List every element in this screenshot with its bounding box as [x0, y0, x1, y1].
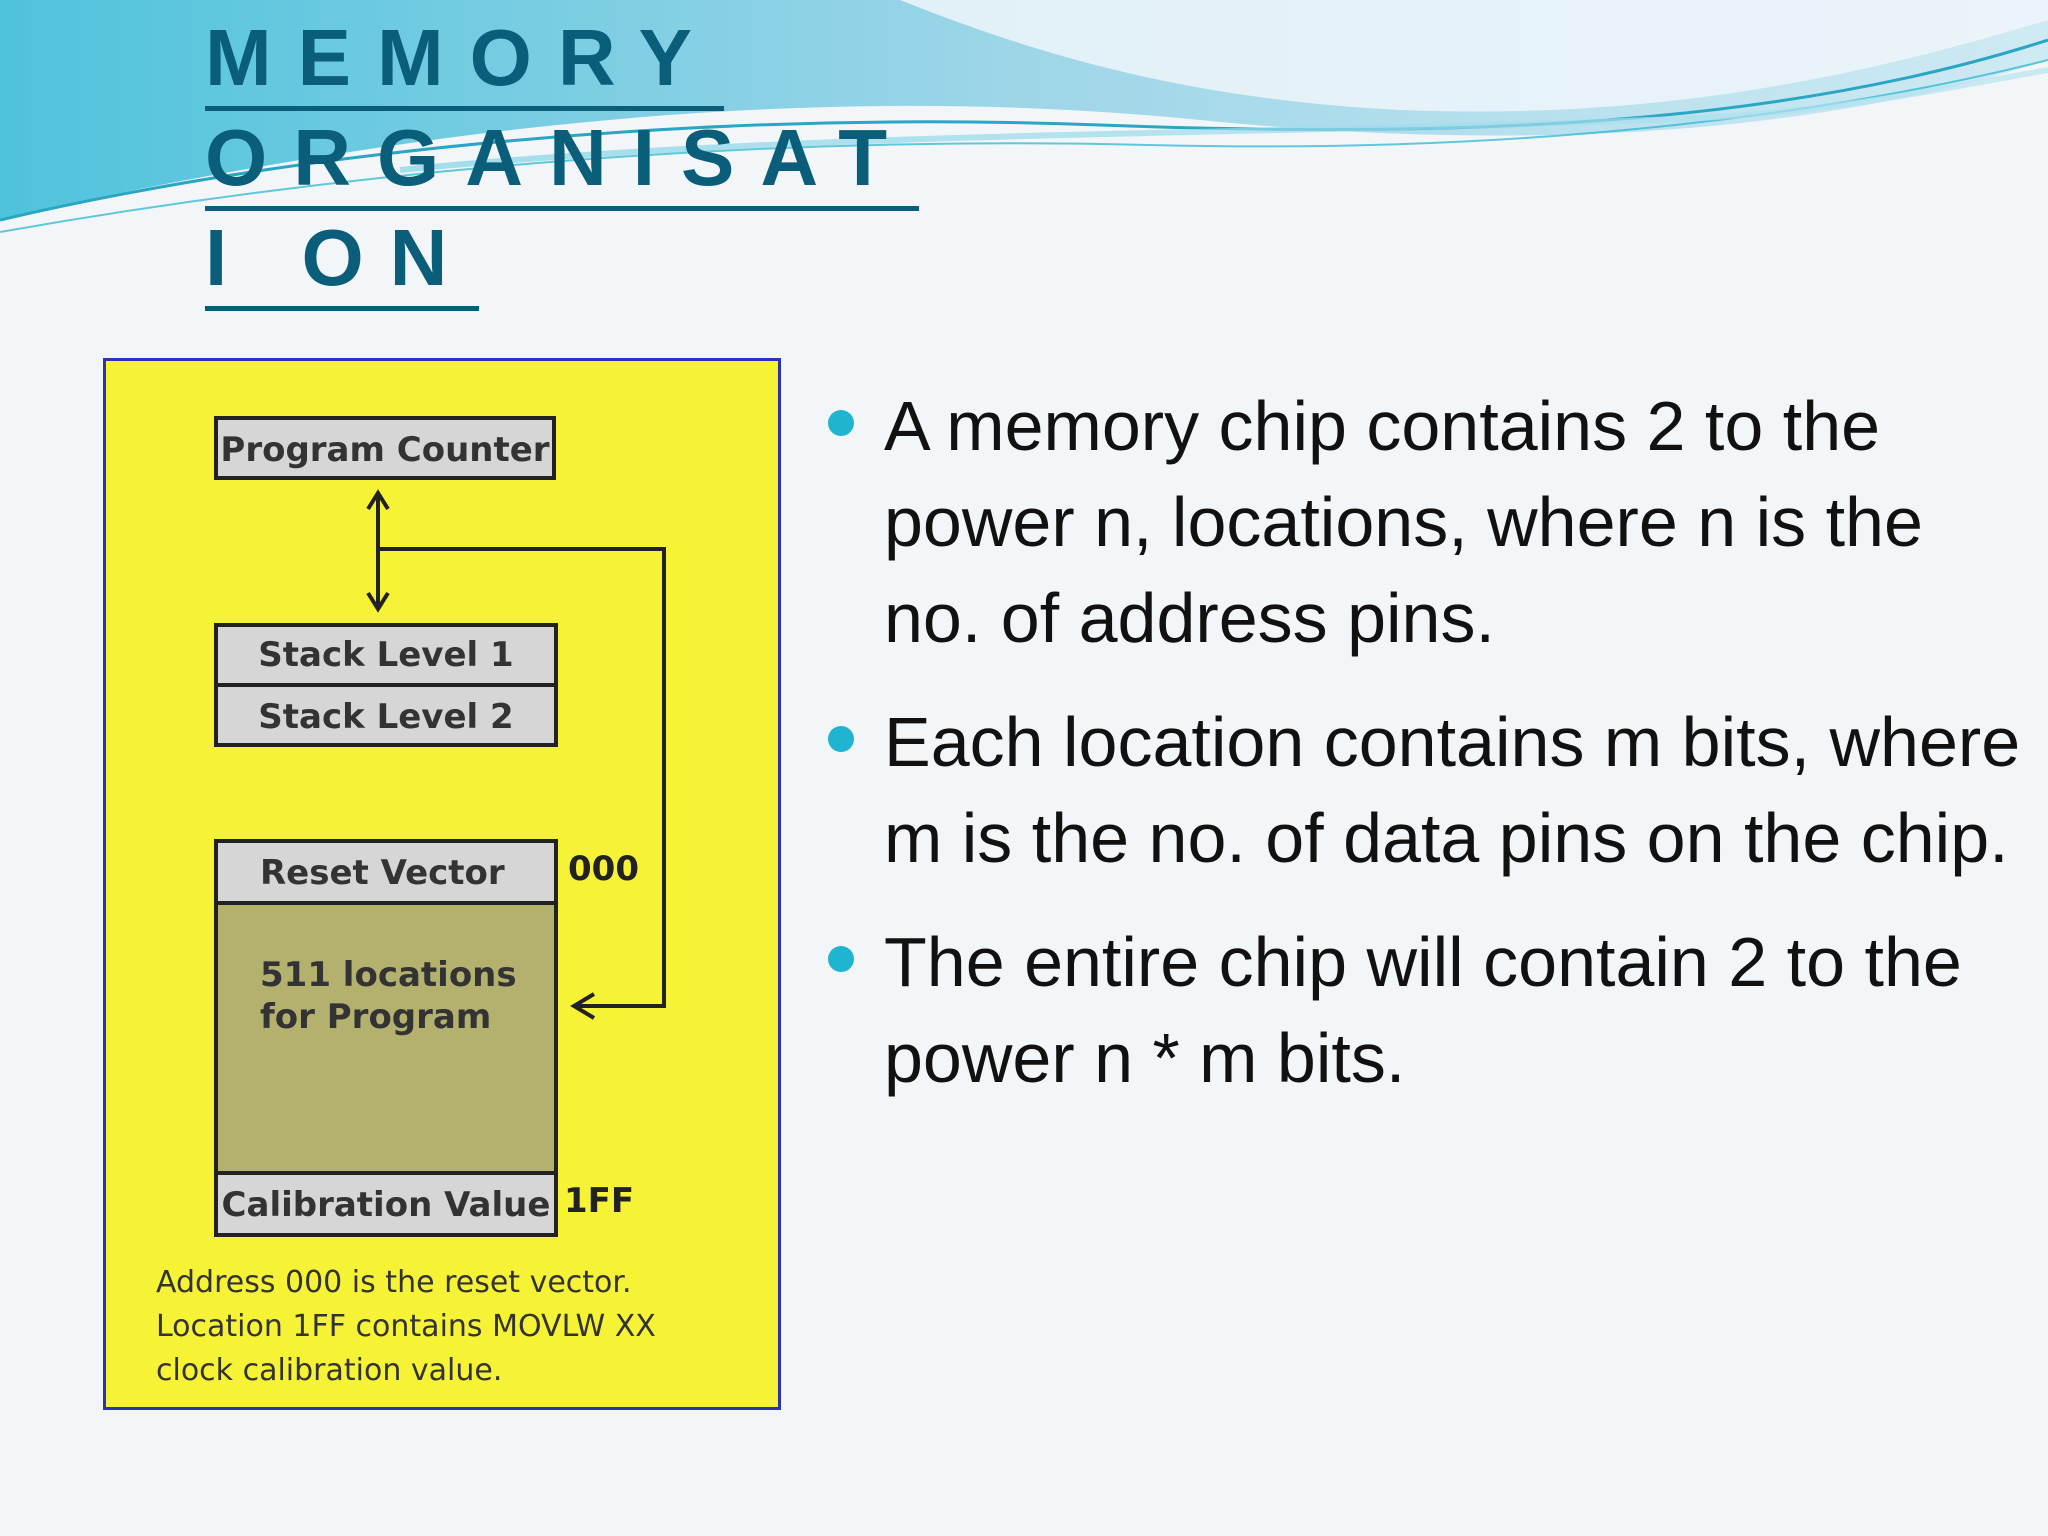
bullet-text: Each location contains m bits, where m i… [884, 703, 2021, 877]
stack-level-2-label: Stack Level 2 [258, 697, 514, 737]
program-area-box: 511 locations for Program [214, 901, 558, 1203]
bullet-text: A memory chip contains 2 to the power n,… [884, 387, 1923, 657]
bullet-item: Each location contains m bits, where m i… [822, 694, 2022, 886]
bullet-dot-icon [828, 410, 854, 436]
decorative-wave-banner [0, 0, 2048, 233]
reset-vector-label: Reset Vector [260, 853, 505, 893]
stack-level-1-label: Stack Level 1 [258, 635, 514, 675]
title-line-2: ORGANISAT [205, 110, 920, 211]
caption-line-3: clock calibration value. [156, 1353, 503, 1388]
caption-line-2: Location 1FF contains MOVLW XX [156, 1309, 656, 1344]
program-counter-label: Program Counter [220, 430, 550, 470]
bullet-dot-icon [828, 946, 854, 972]
figure-connector-lines [366, 489, 666, 1020]
figure-caption: Address 000 is the reset vector. Locatio… [156, 1261, 756, 1393]
program-locations-line-1: 511 locations [260, 955, 517, 995]
reset-address-label: 000 [568, 849, 639, 889]
stack-level-2-box: Stack Level 2 [214, 683, 558, 747]
bullet-text: The entire chip will contain 2 to the po… [884, 923, 1962, 1097]
stack-level-1-box: Stack Level 1 [214, 623, 558, 687]
bullet-item: The entire chip will contain 2 to the po… [822, 914, 2022, 1106]
program-locations-line-2: for Program [260, 997, 492, 1037]
caption-line-1: Address 000 is the reset vector. [156, 1265, 632, 1300]
title-line-1: MEMORY [205, 10, 725, 111]
memory-map-figure: Program Counter Stack Level 1 Stack Leve… [103, 358, 781, 1410]
slide-title: MEMORY ORGANISAT I ON [205, 10, 920, 311]
program-counter-box: Program Counter [214, 416, 556, 480]
calibration-value-box: Calibration Value [214, 1171, 558, 1237]
calibration-address-label: 1FF [564, 1181, 635, 1221]
calibration-value-label: Calibration Value [221, 1185, 551, 1225]
bullet-item: A memory chip contains 2 to the power n,… [822, 378, 2022, 666]
reset-vector-box: Reset Vector [214, 839, 558, 905]
bullet-dot-icon [828, 726, 854, 752]
bullet-list: A memory chip contains 2 to the power n,… [822, 378, 2022, 1134]
title-line-3: I ON [205, 210, 480, 311]
